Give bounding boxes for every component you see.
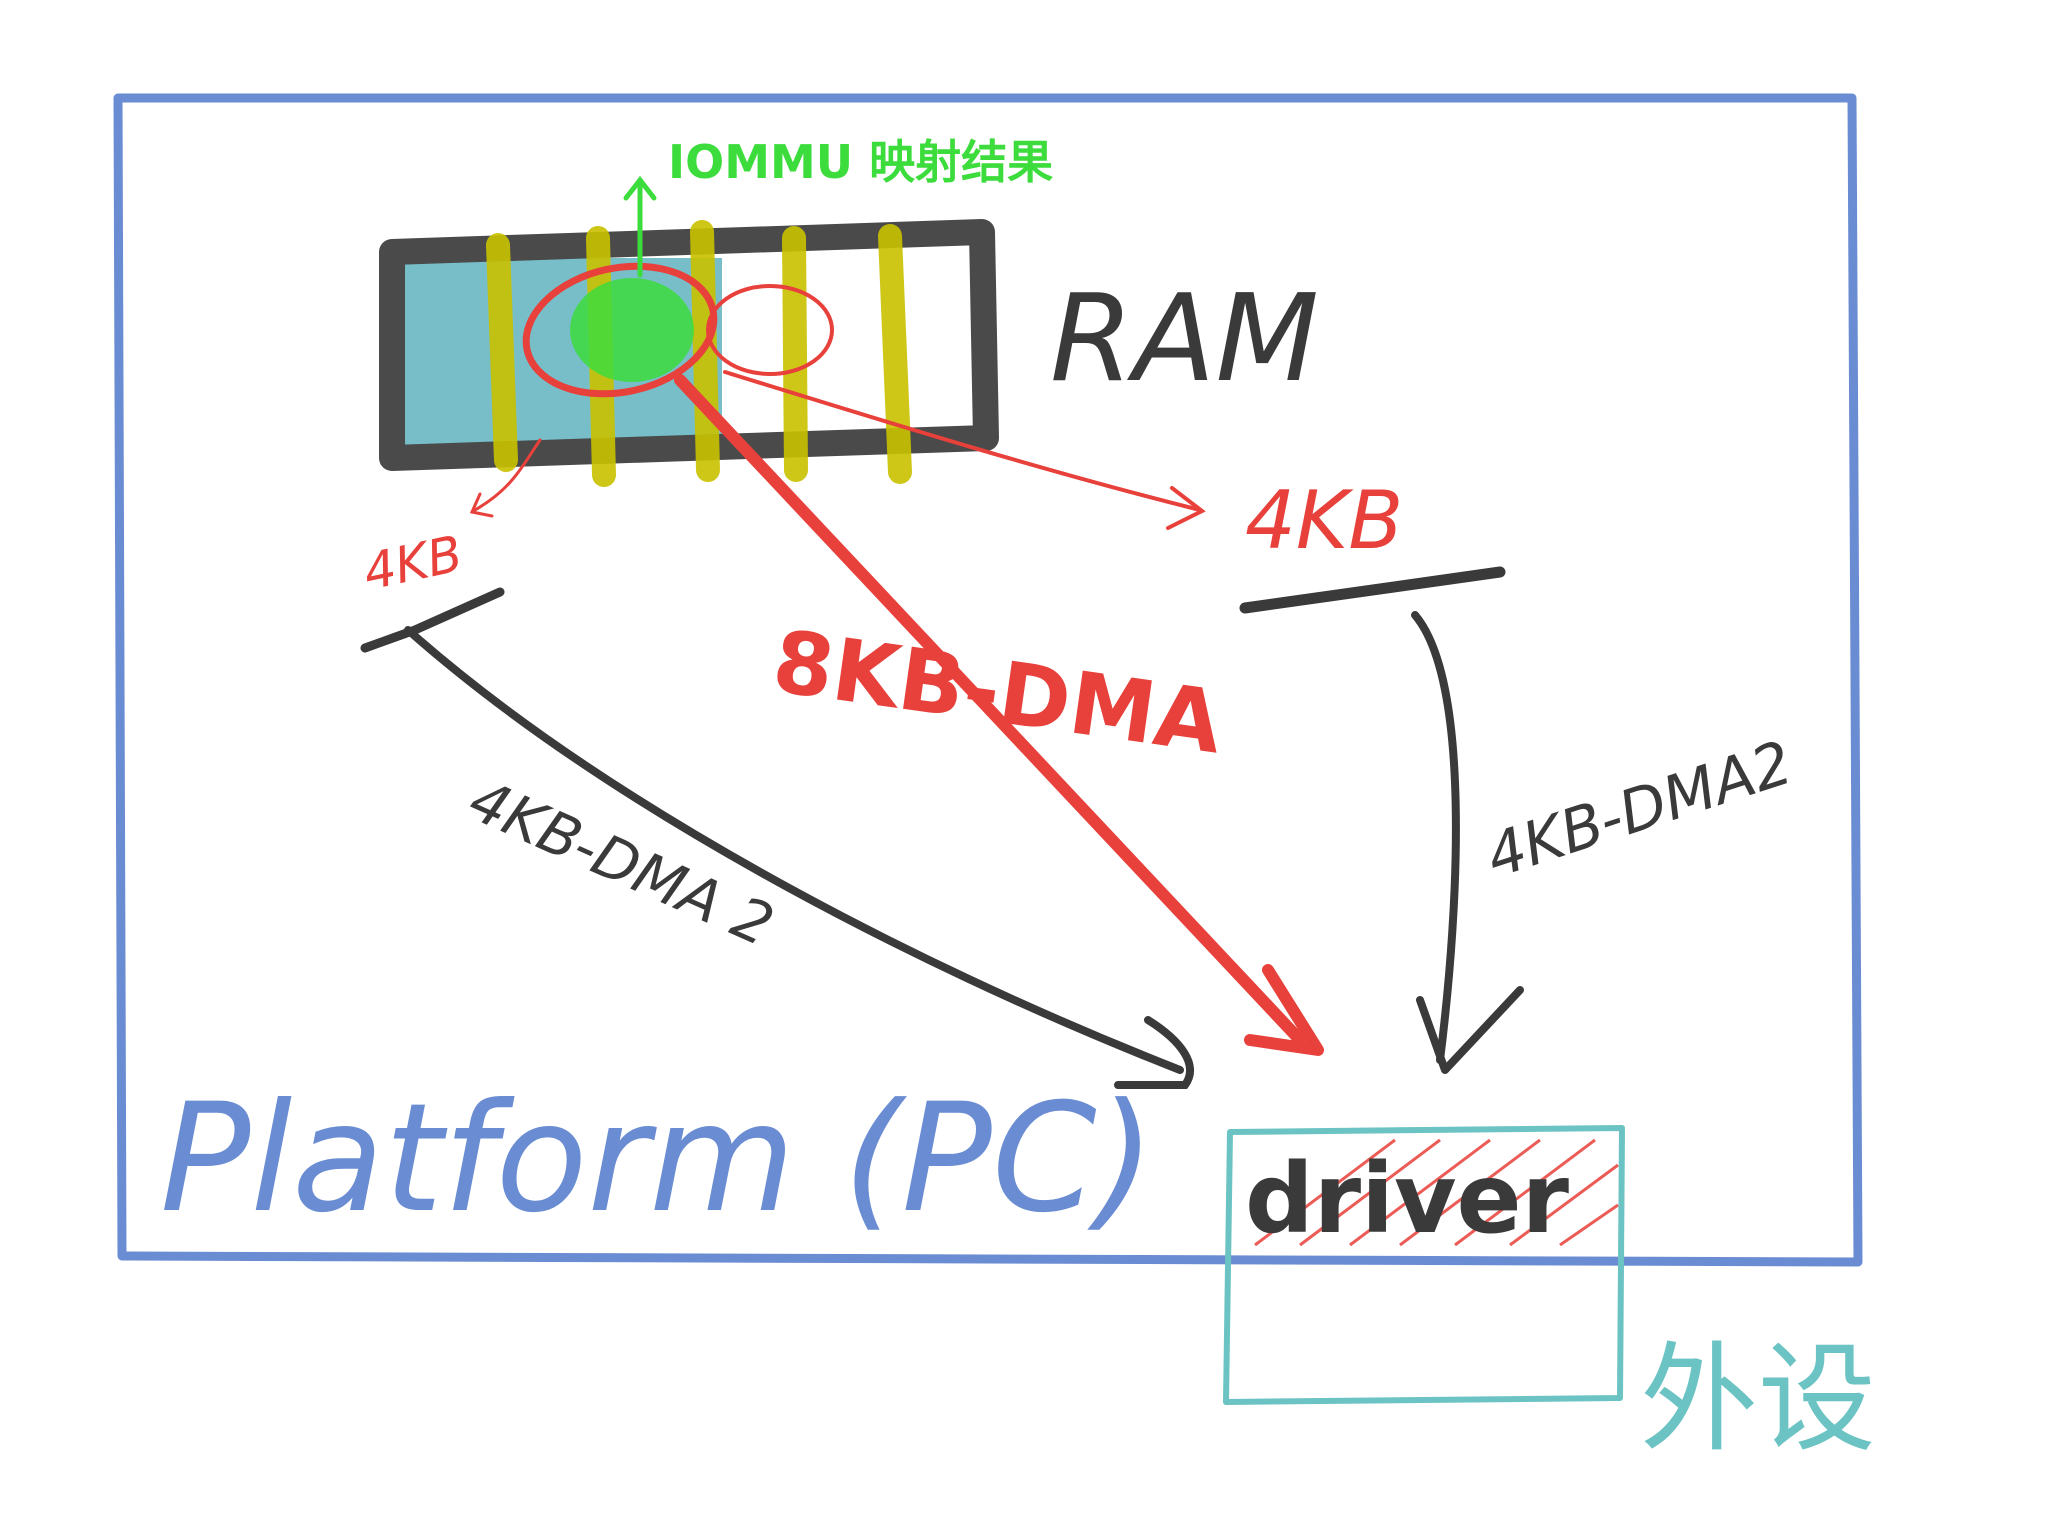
- right-chunk-underline: [1239, 566, 1506, 614]
- platform-border: [113, 93, 1863, 1267]
- right-chunk-arrowhead: [1166, 486, 1206, 530]
- ram-stripe-5: [878, 224, 912, 484]
- driver-hatching: [1254, 1138, 1619, 1247]
- left-chunk-arrow: [473, 438, 542, 512]
- peripheral-border: [1223, 1125, 1625, 1405]
- dma-right-label: 4KB-DMA2: [1478, 728, 1801, 892]
- dma-main-arrow: [674, 374, 1306, 1046]
- dma-left-arrow: [404, 626, 1184, 1074]
- dma-main-label: 8KB-DMA: [767, 612, 1228, 774]
- right-chunk-arrow: [723, 370, 1202, 512]
- dma-right-arrowhead: [1416, 986, 1524, 1074]
- dma-left-label: 4KB-DMA 2: [459, 766, 783, 960]
- left-chunk-label: 4KB: [358, 524, 467, 601]
- ram-block: [379, 219, 999, 487]
- dma-main-arrowhead: [1244, 964, 1324, 1056]
- iommu-label: IOMMU 映射结果: [668, 135, 1053, 189]
- platform-label: Platform (PC): [160, 1072, 1155, 1246]
- dma-right-arrow: [1411, 611, 1460, 1064]
- peripheral-box: driver: [1223, 1125, 1625, 1405]
- ram-label: RAM: [1050, 270, 1319, 409]
- left-chunk-arrowhead: [469, 492, 494, 518]
- left-chunk-underline: [360, 587, 505, 653]
- driver-label: driver: [1245, 1143, 1570, 1255]
- iommu-mapped-area: [570, 278, 694, 382]
- peripheral-label: 外设: [1640, 1330, 1876, 1468]
- ram-stripe-1: [486, 233, 518, 472]
- dma-secondary-circle: [706, 284, 834, 376]
- iommu-arrow: [623, 175, 657, 278]
- dma-left-arrowhead: [1114, 1016, 1194, 1089]
- ram-stripe-4: [782, 226, 808, 482]
- right-chunk-label: 4KB: [1245, 474, 1403, 567]
